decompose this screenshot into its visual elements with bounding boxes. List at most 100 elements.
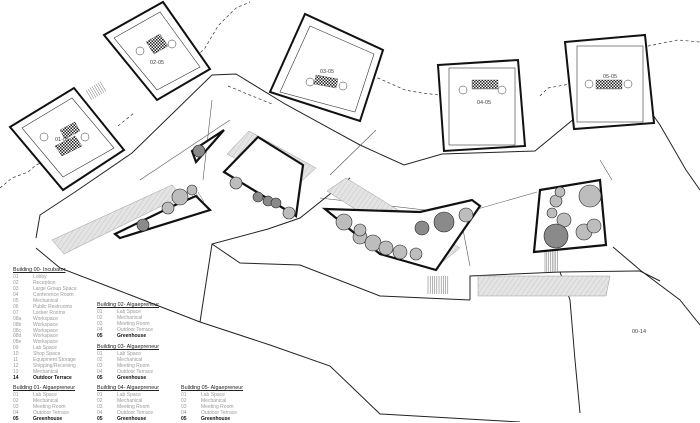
- legend-row-number: 02: [181, 398, 187, 405]
- legend-row-number: 08e: [13, 339, 22, 346]
- legend-title: Building 01- Algaepreneur: [13, 385, 76, 391]
- building-03-tag: 03-05: [320, 69, 334, 75]
- legend-row-number: 03: [97, 404, 103, 411]
- legend-row-number: 04: [13, 410, 19, 417]
- legend-title: Building 04- Algaepreneur: [97, 385, 160, 391]
- legend-row-number: 01: [13, 392, 19, 399]
- building-01-tag: 01-05: [55, 137, 69, 143]
- legend-row-number: 04: [97, 369, 103, 376]
- tree: [161, 201, 175, 215]
- stair-tread: [97, 82, 105, 93]
- legend-row-name: Shop Space: [33, 351, 61, 358]
- tree: [378, 240, 394, 256]
- tree: [546, 207, 558, 219]
- tree: [270, 197, 282, 209]
- legend-row-name: Workspace: [33, 321, 58, 328]
- legend-row-name: Outdoor Terrace: [117, 327, 154, 334]
- legend-row-number: 05: [13, 298, 19, 305]
- building-05-tag: 05-05: [603, 74, 617, 80]
- legend-row-number: 02: [97, 357, 103, 364]
- legend-row-name: Mechanical: [33, 298, 59, 305]
- legend-row: 08e Workspace: [13, 339, 77, 346]
- legend-row-name: Greenhouse: [117, 375, 147, 382]
- legend-row-number: 11: [13, 357, 19, 364]
- legend-row-name: Workspace: [33, 339, 58, 346]
- stair-tread: [89, 87, 97, 98]
- legend-row-number: 01: [181, 392, 187, 399]
- legend-row-number: 09: [13, 345, 19, 352]
- legend-row-number: 08c: [13, 327, 22, 334]
- legend-row: 02 Mechanical: [181, 398, 243, 405]
- building-03: 03-05: [268, 12, 385, 123]
- tree: [335, 213, 353, 231]
- legend-row-name: Meeting Room: [33, 404, 66, 411]
- legend-row: 02 Mechanical: [13, 398, 75, 405]
- legend-row-number: 02: [13, 398, 19, 405]
- legend-row-name: Mechanical: [33, 398, 59, 405]
- legend-row-name: Lobby: [33, 274, 47, 281]
- stair-tread: [99, 81, 107, 92]
- stairs: [85, 81, 558, 294]
- legend-row-number: 04: [97, 327, 103, 334]
- stair-tread: [91, 86, 99, 97]
- trees: [136, 144, 602, 261]
- legend-row: 01 Lab Space: [13, 393, 75, 399]
- legend-row-number: 08d: [13, 333, 22, 340]
- legend-row-name: Outdoor Terrace: [201, 410, 238, 417]
- legend-row-name: Mechanical: [117, 398, 143, 405]
- legend-row-name: Workspace: [33, 333, 58, 340]
- legend-row-name: Locker Rooms: [33, 309, 66, 316]
- legend-row-number: 12: [13, 363, 19, 369]
- legend-row-name: Large Group Space: [33, 286, 77, 293]
- legend-row-number: 02: [97, 398, 103, 405]
- legend-row-number: 06: [13, 303, 19, 310]
- legend-row-name: Lab Space: [117, 392, 141, 399]
- legend-row-name: Conference Room: [33, 292, 74, 299]
- legend-row-name: Mechanical: [201, 398, 227, 405]
- stair-tread: [93, 85, 101, 96]
- legend-row-name: Greenhouse: [117, 333, 147, 340]
- legend-row-name: Public Restrooms: [33, 303, 73, 310]
- legend-row-number: 05: [181, 416, 187, 423]
- legend-row-name: Mechanical: [117, 315, 143, 322]
- legend-row-number: 03: [97, 321, 103, 328]
- tree: [458, 207, 474, 223]
- legend-row-name: Greenhouse: [33, 416, 63, 423]
- tree: [136, 218, 150, 232]
- stair-tread: [197, 191, 205, 203]
- legend-row-number: 03: [181, 404, 187, 411]
- legend-row-number: 02: [97, 315, 103, 322]
- legend-row-number: 05: [97, 333, 103, 340]
- tree: [282, 206, 296, 220]
- tree: [578, 184, 602, 208]
- legend-row-name: Mechanical: [33, 368, 59, 375]
- legend-row-name: Lab Space: [33, 392, 57, 399]
- legend-row-name: Outdoor Terrace: [117, 369, 154, 376]
